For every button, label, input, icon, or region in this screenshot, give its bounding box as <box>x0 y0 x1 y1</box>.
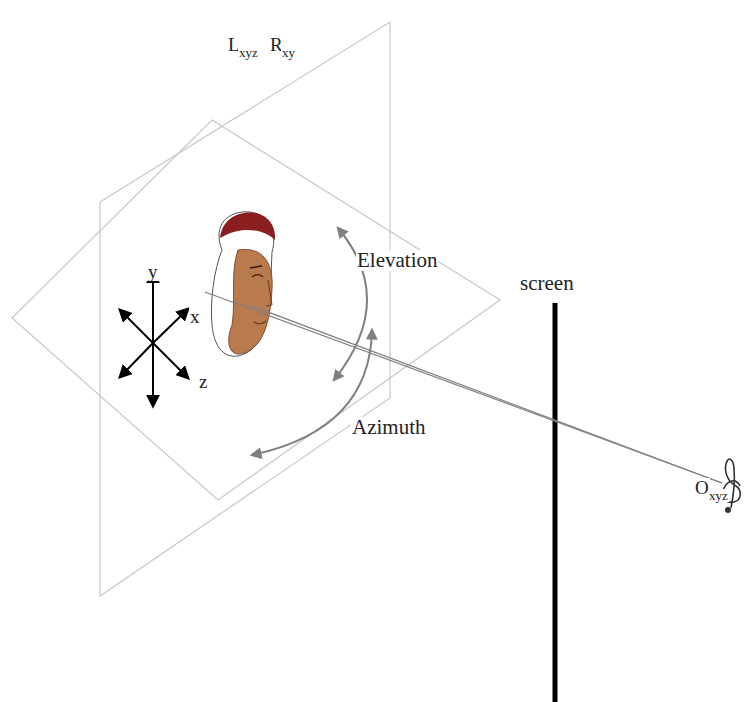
listener-subscript: xy <box>281 46 296 59</box>
listener-subscript: xyz <box>238 46 259 59</box>
object-subscript: xyz <box>708 489 729 502</box>
screen-label: screen <box>519 273 575 294</box>
screen-line <box>553 303 558 702</box>
vertical-plane <box>100 22 390 596</box>
axes <box>120 272 188 406</box>
axis-label: y <box>147 262 159 281</box>
sight-line <box>205 292 722 483</box>
angle-label: Elevation <box>356 250 438 271</box>
axis-label: x <box>189 307 201 326</box>
angle-label: Azimuth <box>351 417 427 438</box>
horizontal-plane <box>12 120 500 500</box>
head-figure <box>211 212 275 356</box>
axis-label: z <box>198 372 208 391</box>
sight-line <box>252 306 722 483</box>
treble-clef <box>723 459 741 512</box>
